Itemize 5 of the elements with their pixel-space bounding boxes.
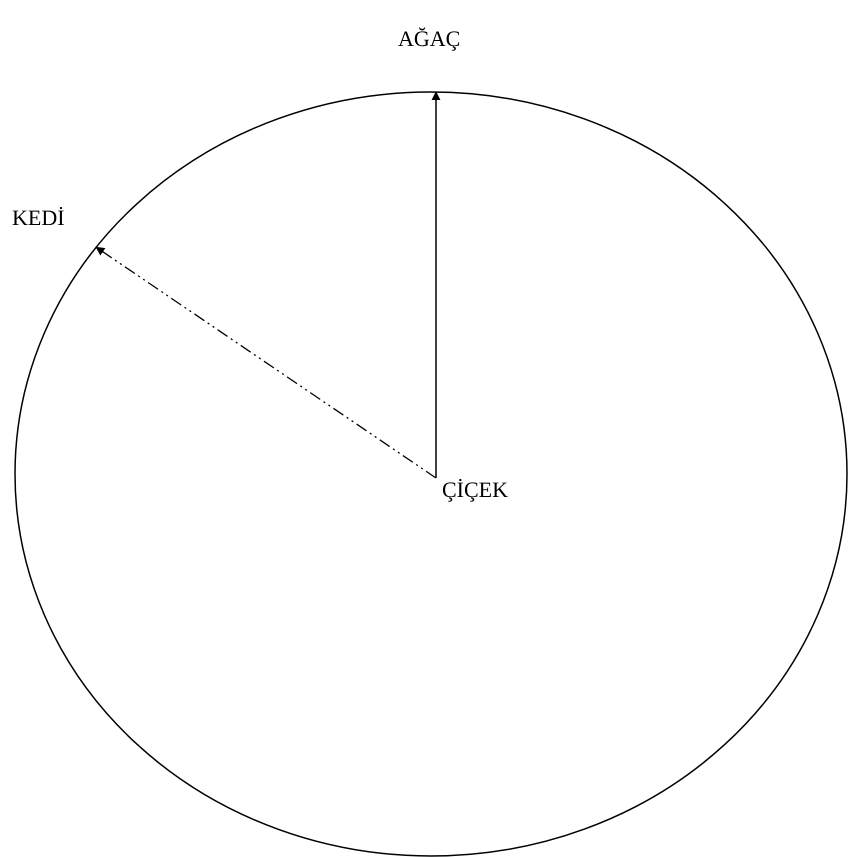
arrow: [95, 246, 436, 479]
point-label: ÇİÇEK: [436, 477, 508, 503]
point-label: KEDİ: [12, 205, 65, 231]
point-label: AĞAÇ: [398, 26, 460, 52]
arrow: [432, 91, 440, 478]
